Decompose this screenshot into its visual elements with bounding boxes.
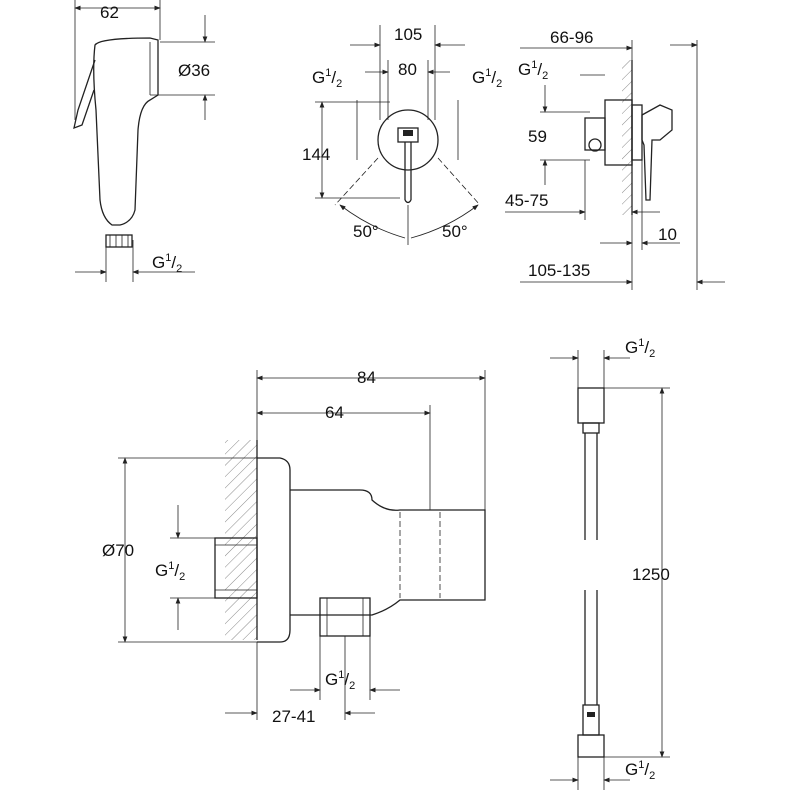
front-angle-right-label: 50° — [442, 222, 468, 241]
front-thread-right-label: G1/2 — [472, 67, 502, 90]
bracket-inner-length-label: 64 — [325, 403, 344, 422]
hose-length-label: 1250 — [632, 565, 670, 584]
side-projection-label: 66-96 — [550, 28, 593, 47]
bracket-length-label: 84 — [357, 368, 376, 387]
side-height-label: 59 — [528, 127, 547, 146]
hand-shower-thread-label: G1/2 — [152, 252, 182, 275]
front-thread-left-label: G1/2 — [312, 67, 342, 90]
hand-shower-width-label: 62 — [100, 3, 119, 22]
bracket-wall-range-label: 27-41 — [272, 707, 315, 726]
front-height-label: 144 — [302, 145, 330, 164]
wall-bracket-view: 84 64 Ø70 G1/2 G1/2 27-41 — [102, 368, 486, 726]
bracket-diameter-label: Ø70 — [102, 541, 134, 560]
front-inner-spacing-label: 80 — [398, 60, 417, 79]
valve-front-view: 105 80 G1/2 G1/2 144 50° 50° — [302, 25, 502, 245]
front-angle-left-label: 50° — [353, 222, 379, 241]
side-thread-label: G1/2 — [518, 59, 548, 82]
side-depth-label: 45-75 — [505, 191, 548, 210]
hand-shower-diameter-label: Ø36 — [178, 61, 210, 80]
bracket-outlet-thread-label: G1/2 — [325, 669, 355, 692]
side-total-label: 105-135 — [528, 261, 590, 280]
valve-side-view: 66-96 G1/2 59 45-75 10 105-135 — [505, 28, 725, 290]
bracket-inlet-thread-label: G1/2 — [155, 560, 185, 583]
hose-bottom-thread-label: G1/2 — [625, 759, 655, 782]
hose-top-thread-label: G1/2 — [625, 337, 655, 360]
front-outer-spacing-label: 105 — [394, 25, 422, 44]
hose-view: G1/2 1250 G1/2 — [550, 337, 670, 790]
side-offset-label: 10 — [658, 225, 677, 244]
hand-shower-view: 62 Ø36 G1/2 — [73, 0, 215, 282]
